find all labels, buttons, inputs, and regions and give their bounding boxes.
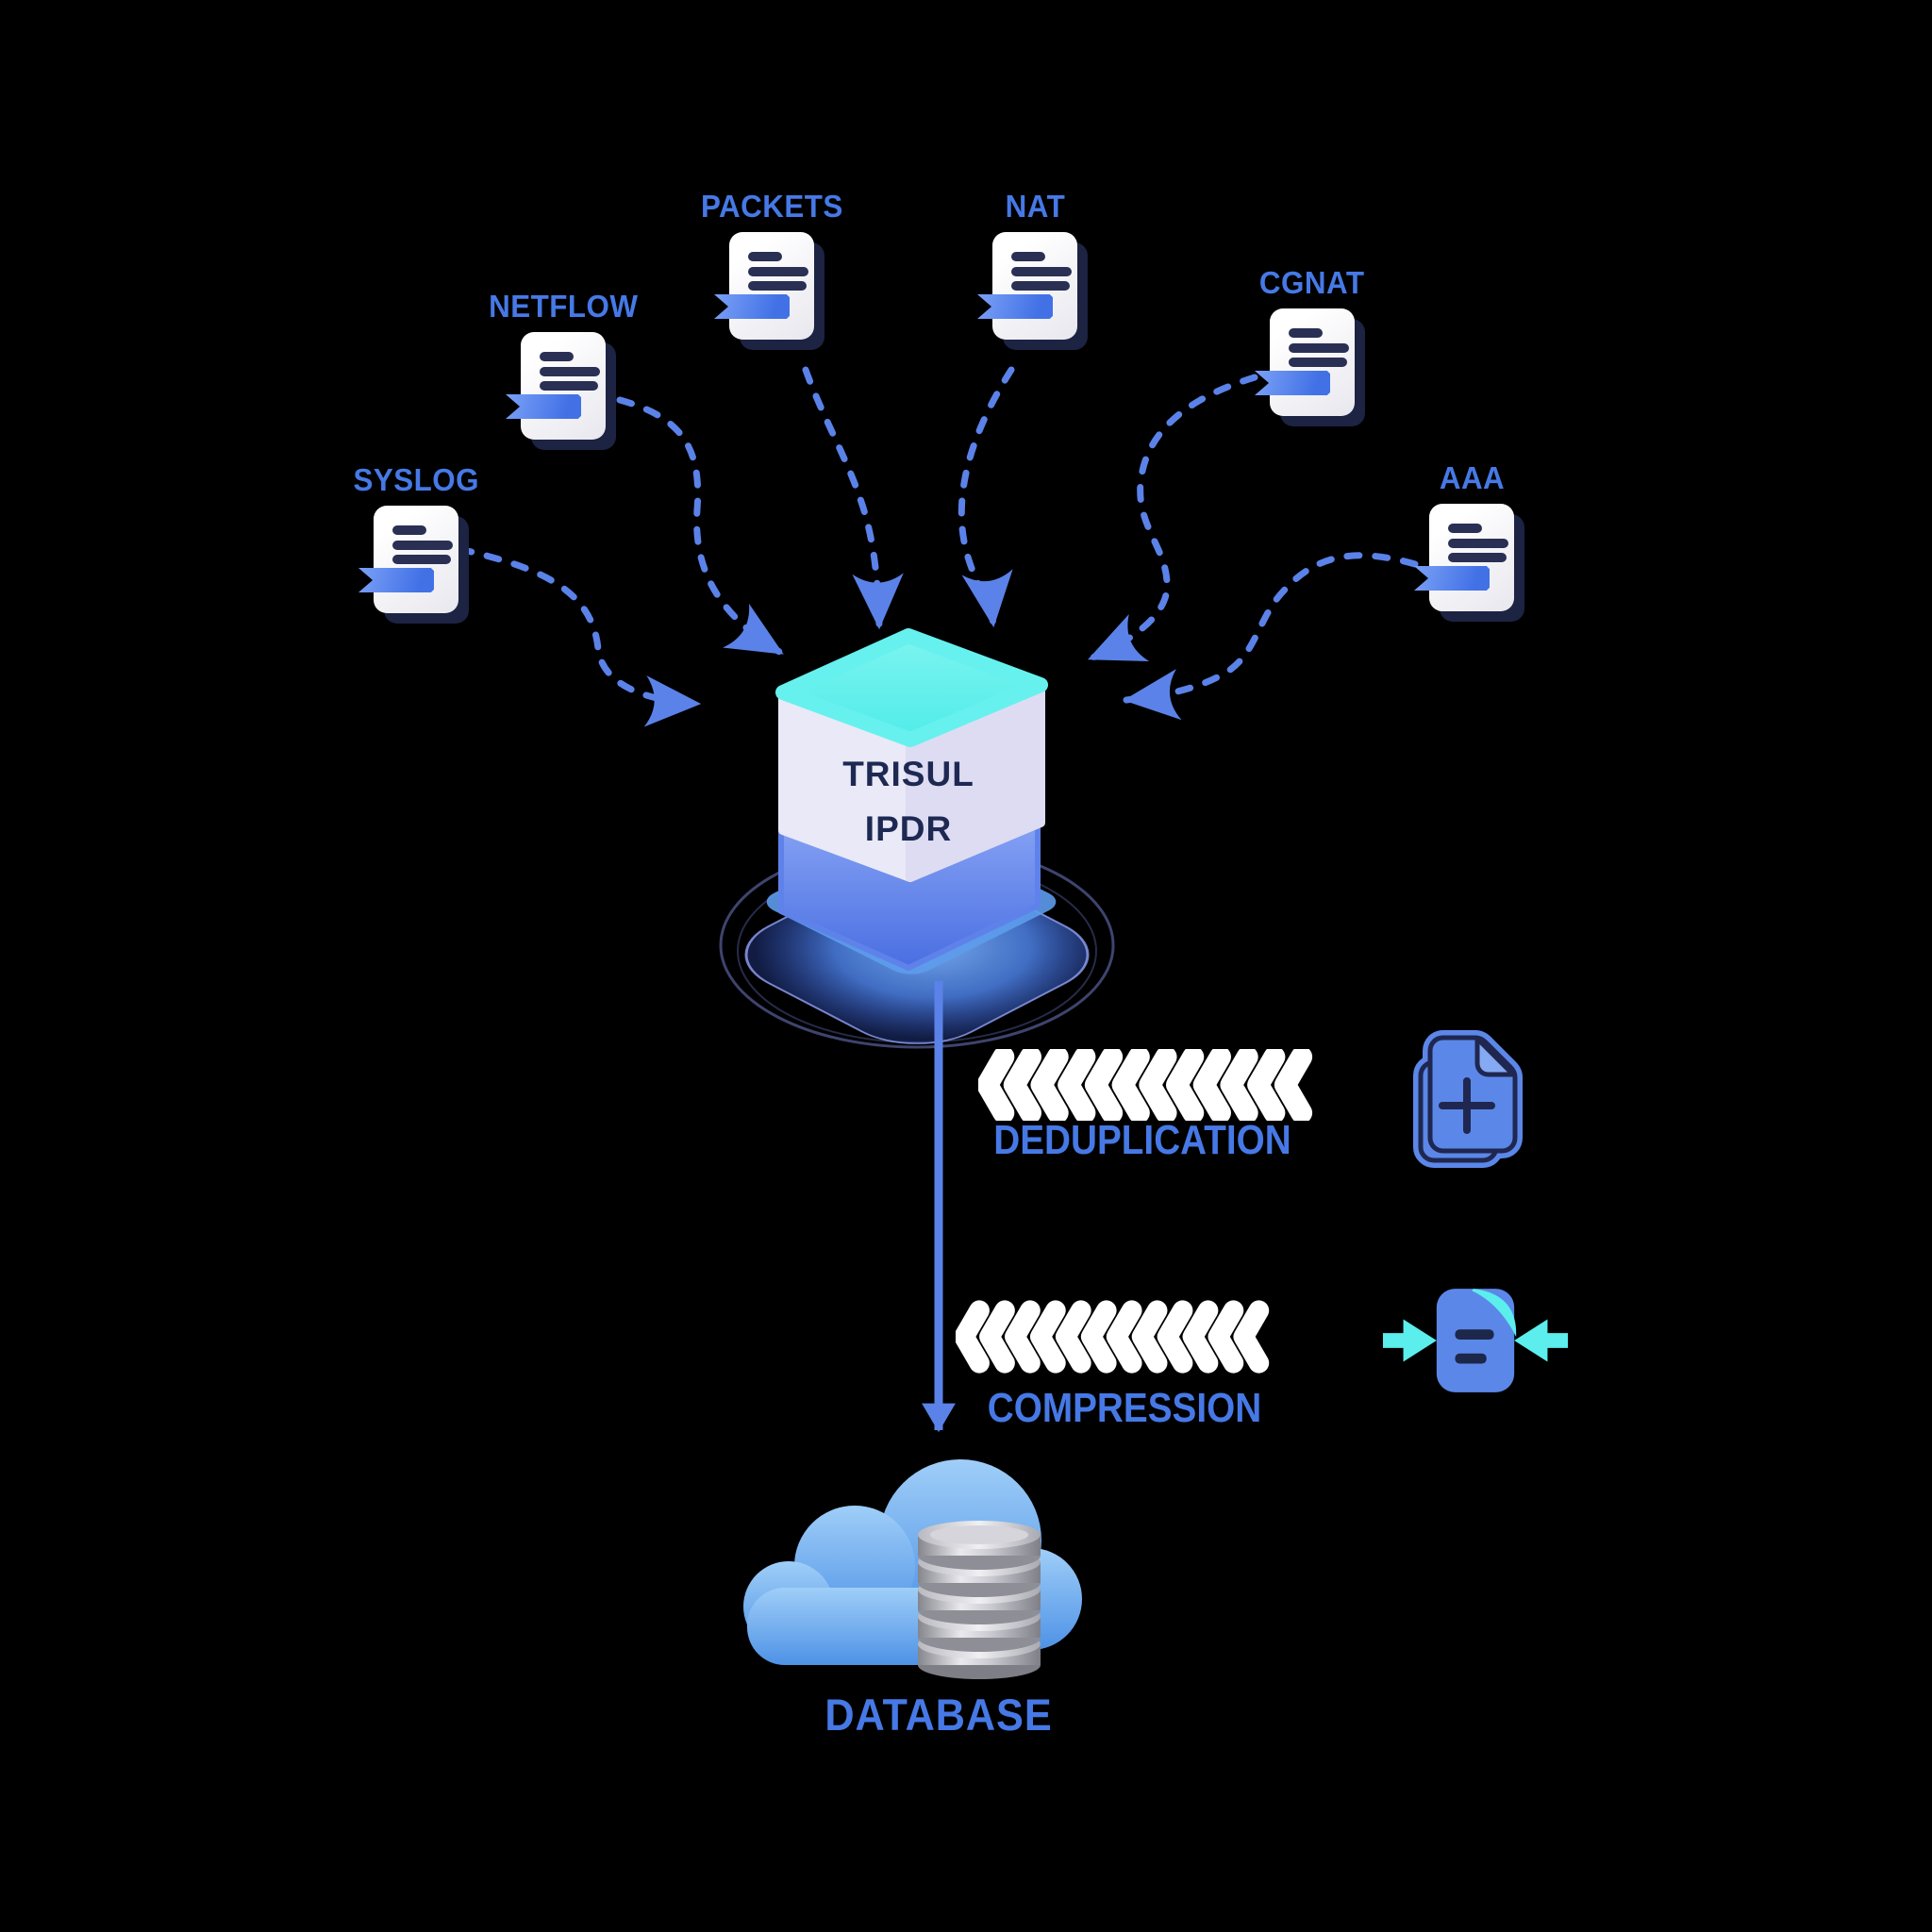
file-fold-corner xyxy=(1472,1289,1517,1338)
document-icon xyxy=(977,232,1088,350)
dedup-chevrons-decoration xyxy=(978,1049,1313,1121)
document-page xyxy=(358,506,458,613)
source-nat: NAT xyxy=(950,189,1120,350)
document-page xyxy=(506,332,606,440)
document-icon xyxy=(1414,504,1524,622)
document-text-line xyxy=(1011,281,1070,291)
stage-label-compression: COMPRESSION xyxy=(987,1385,1262,1431)
document-ribbon xyxy=(714,294,790,319)
document-ribbon xyxy=(506,394,581,419)
document-text-line xyxy=(392,541,453,550)
document-text-line xyxy=(540,381,598,391)
source-syslog: SYSLOG xyxy=(331,462,501,624)
flow-arrow-aaa xyxy=(1123,552,1419,721)
document-text-line xyxy=(540,352,574,361)
document-icon xyxy=(506,332,616,450)
database-cylinder xyxy=(918,1521,1041,1679)
document-text-line xyxy=(392,555,451,564)
document-icon xyxy=(358,506,469,624)
flow-arrow-nat xyxy=(958,366,1015,628)
source-label: NAT xyxy=(1005,189,1065,224)
document-text-line xyxy=(1011,252,1045,261)
document-page xyxy=(1414,504,1514,611)
compressed-document-icon xyxy=(1383,1289,1568,1392)
flow-arrow-syslog xyxy=(456,545,702,727)
source-label: PACKETS xyxy=(700,189,843,224)
cube-top-face xyxy=(775,628,1048,747)
document-text-line xyxy=(1289,343,1349,353)
document-ribbon xyxy=(1414,566,1490,591)
document-text-line xyxy=(1448,539,1508,548)
cloud-database-icon xyxy=(743,1459,1082,1679)
document-text-line xyxy=(392,525,426,535)
source-label: NETFLOW xyxy=(488,289,639,324)
source-label: AAA xyxy=(1439,460,1505,495)
document-page xyxy=(1255,308,1355,416)
document-text-line xyxy=(1289,328,1323,338)
source-cgnat: CGNAT xyxy=(1227,265,1397,426)
source-aaa: AAA xyxy=(1387,460,1557,622)
compress-arrow-right xyxy=(1514,1319,1568,1362)
flow-arrow-netflow xyxy=(616,396,785,657)
document-text-line xyxy=(1289,358,1347,367)
document-text-line xyxy=(540,367,600,376)
document-icon xyxy=(714,232,824,350)
document-text-line xyxy=(1448,553,1507,562)
document-text-line xyxy=(748,252,782,261)
source-label: CGNAT xyxy=(1259,265,1365,300)
document-ribbon xyxy=(358,568,434,592)
core-title-line2: IPDR xyxy=(864,809,953,848)
document-text-line xyxy=(1448,524,1482,533)
source-packets: PACKETS xyxy=(687,189,857,350)
source-netflow: NETFLOW xyxy=(478,289,648,450)
core-title-line1: TRISUL xyxy=(842,755,974,793)
compressed-file-body xyxy=(1436,1289,1515,1392)
document-text-line xyxy=(1011,267,1072,276)
flow-arrow-cgnat xyxy=(1087,374,1258,662)
compress-arrow-left xyxy=(1383,1319,1437,1362)
document-text-line xyxy=(748,281,807,291)
document-ribbon xyxy=(1255,371,1330,395)
duplicate-pages-icon xyxy=(1413,1030,1523,1168)
flow-arrow-packets xyxy=(802,366,904,630)
document-ribbon xyxy=(977,294,1053,319)
document-text-line xyxy=(748,267,808,276)
document-icon xyxy=(1255,308,1365,426)
stage-label-deduplication: DEDUPLICATION xyxy=(993,1117,1291,1163)
document-page xyxy=(977,232,1077,340)
core-engine-title: TRISUL IPDR xyxy=(805,747,1012,857)
compression-chevrons-decoration xyxy=(956,1300,1270,1374)
source-label: SYSLOG xyxy=(353,462,479,497)
database-label: DATABASE xyxy=(824,1690,1053,1740)
document-page xyxy=(714,232,814,340)
